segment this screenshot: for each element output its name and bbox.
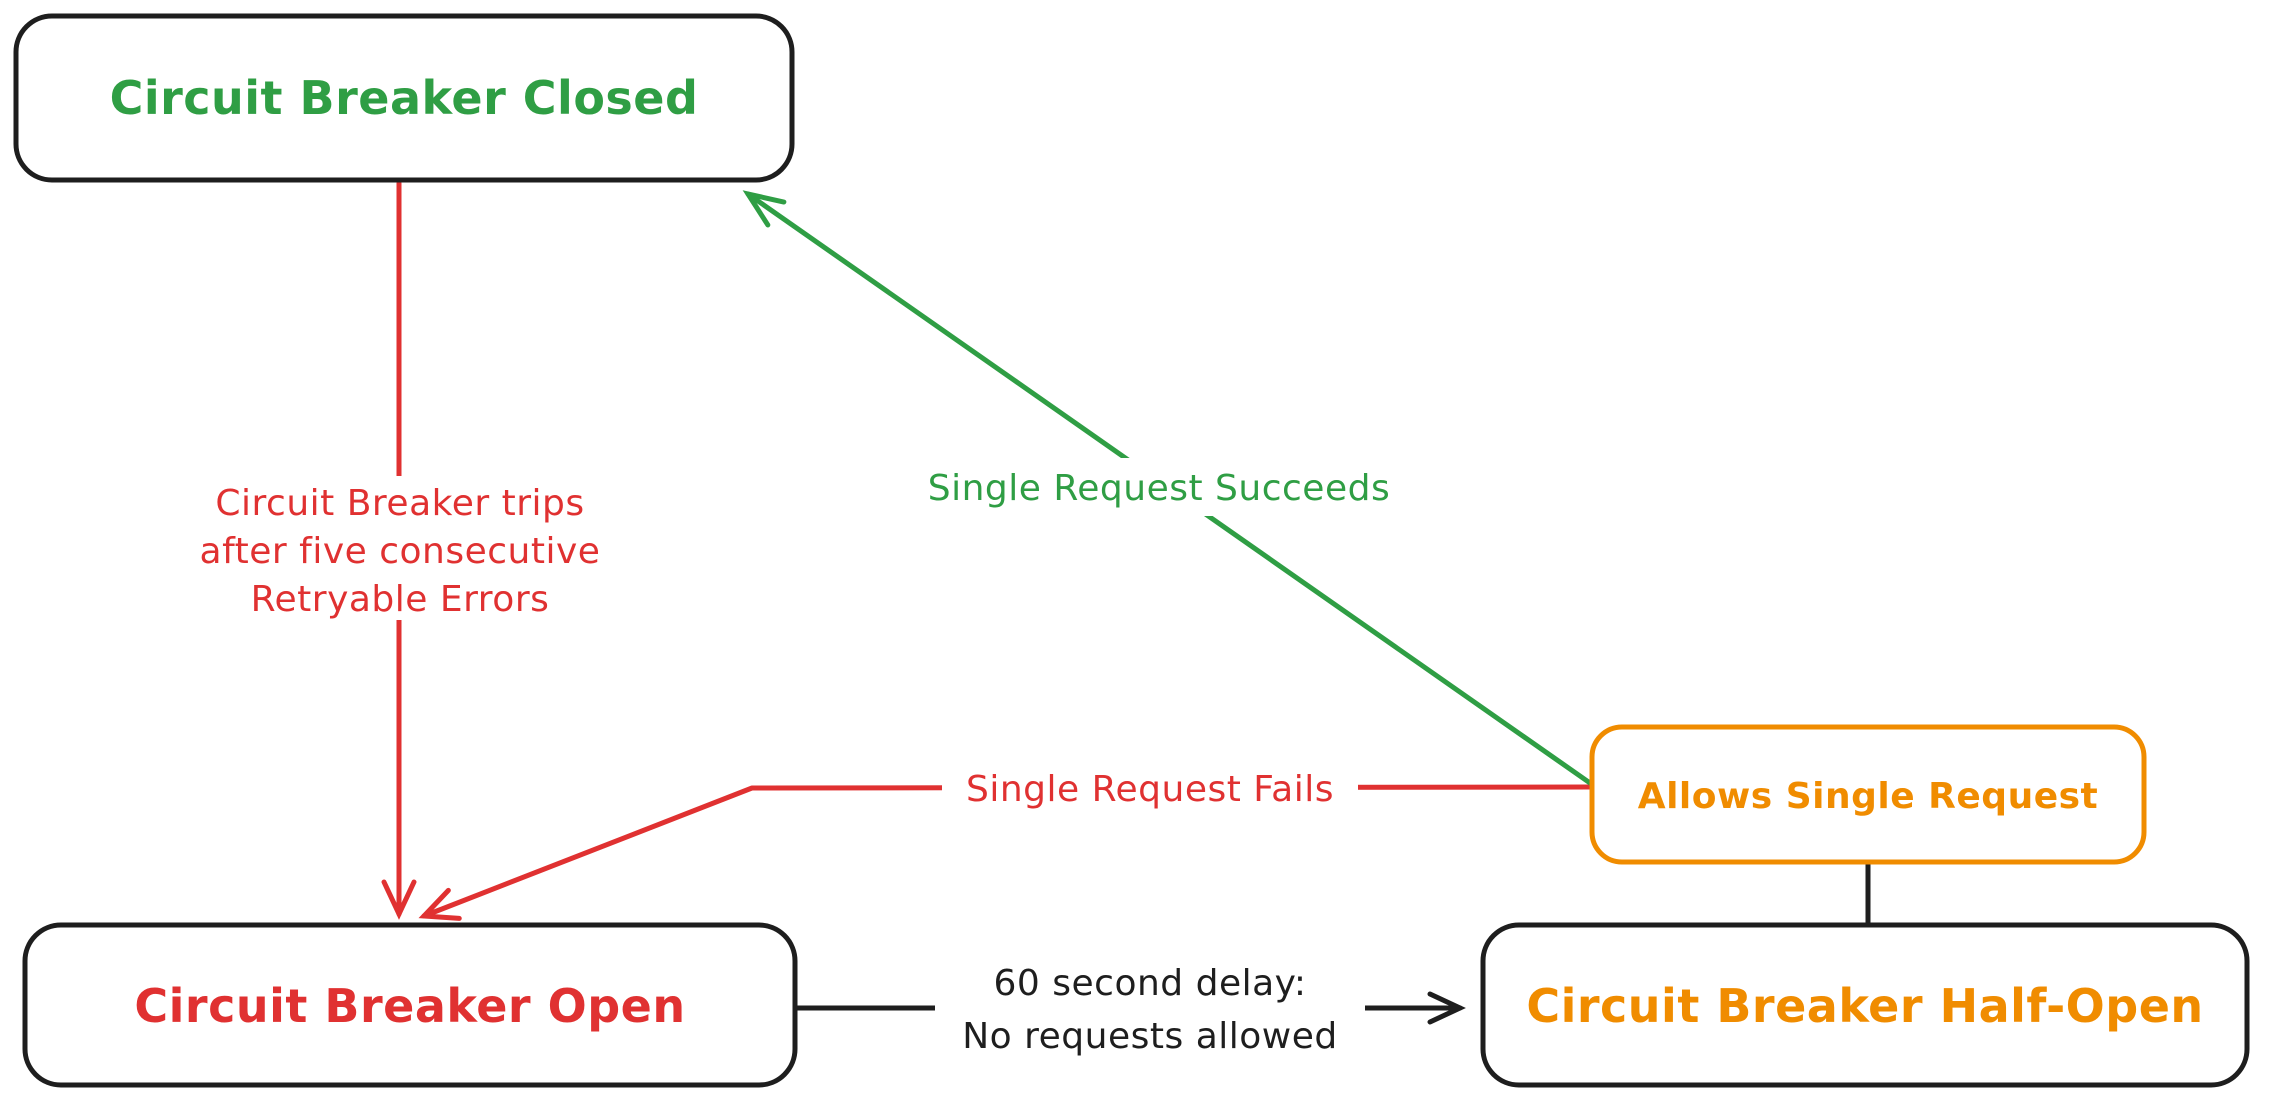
edge-label-delay-line-2: No requests allowed <box>962 1016 1337 1057</box>
node-circuit-breaker-half-open: Circuit Breaker Half-Open <box>1480 922 2250 1088</box>
delay-label-background <box>935 956 1365 1064</box>
node-circuit-breaker-open-label: Circuit Breaker Open <box>134 979 685 1033</box>
trip-label-background <box>168 476 632 620</box>
edge-label-single-request-fails: Single Request Fails <box>966 769 1334 810</box>
fails-label-background <box>942 760 1358 816</box>
node-circuit-breaker-closed-label: Circuit Breaker Closed <box>110 71 699 125</box>
node-circuit-breaker-half-open-label: Circuit Breaker Half-Open <box>1526 979 2203 1033</box>
node-circuit-breaker-open-box <box>22 922 798 1088</box>
node-circuit-breaker-closed-box <box>13 13 795 183</box>
node-allows-single-request-box <box>1589 724 2147 865</box>
node-allows-single-request-label: Allows Single Request <box>1638 776 2099 817</box>
edge-label-trip-line-1: Circuit Breaker trips <box>215 483 584 524</box>
edge-label-trip-line-3: Retryable Errors <box>251 579 550 620</box>
edge-label-delay-line-1: 60 second delay: <box>994 963 1307 1004</box>
node-allows-single-request: Allows Single Request <box>1589 724 2147 865</box>
succeeds-label-background <box>902 458 1416 516</box>
node-circuit-breaker-half-open-box <box>1480 922 2250 1088</box>
edge-label-single-request-succeeds: Single Request Succeeds <box>928 468 1390 509</box>
node-circuit-breaker-open: Circuit Breaker Open <box>22 922 798 1088</box>
edge-label-trip-line-2: after five consecutive <box>200 531 601 572</box>
node-circuit-breaker-closed: Circuit Breaker Closed <box>13 13 795 183</box>
